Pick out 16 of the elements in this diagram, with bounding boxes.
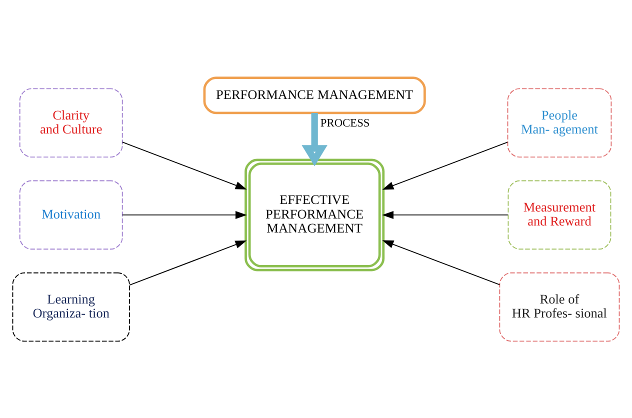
arrow — [122, 210, 247, 218]
arrow — [382, 210, 508, 218]
arrow — [382, 240, 500, 285]
arrow — [122, 141, 247, 189]
edge-label: PROCESS — [320, 116, 370, 129]
node-box: EFFECTIVE PERFORMANCE MANAGEMENT — [244, 158, 385, 271]
node-box: Learning Organiza- tion — [12, 272, 130, 342]
arrow — [302, 112, 328, 166]
node-box: Clarity and Culture — [19, 88, 123, 158]
arrow — [382, 141, 508, 190]
node-box: Measurement and Reward — [508, 180, 612, 250]
arrow — [129, 240, 247, 286]
node-box: Role of HR Profes- sional — [499, 272, 620, 342]
node-box: People Man- agement — [507, 88, 612, 158]
node-box: Motivation — [19, 180, 123, 250]
node-box: PERFORMANCE MANAGEMENT — [203, 76, 426, 114]
